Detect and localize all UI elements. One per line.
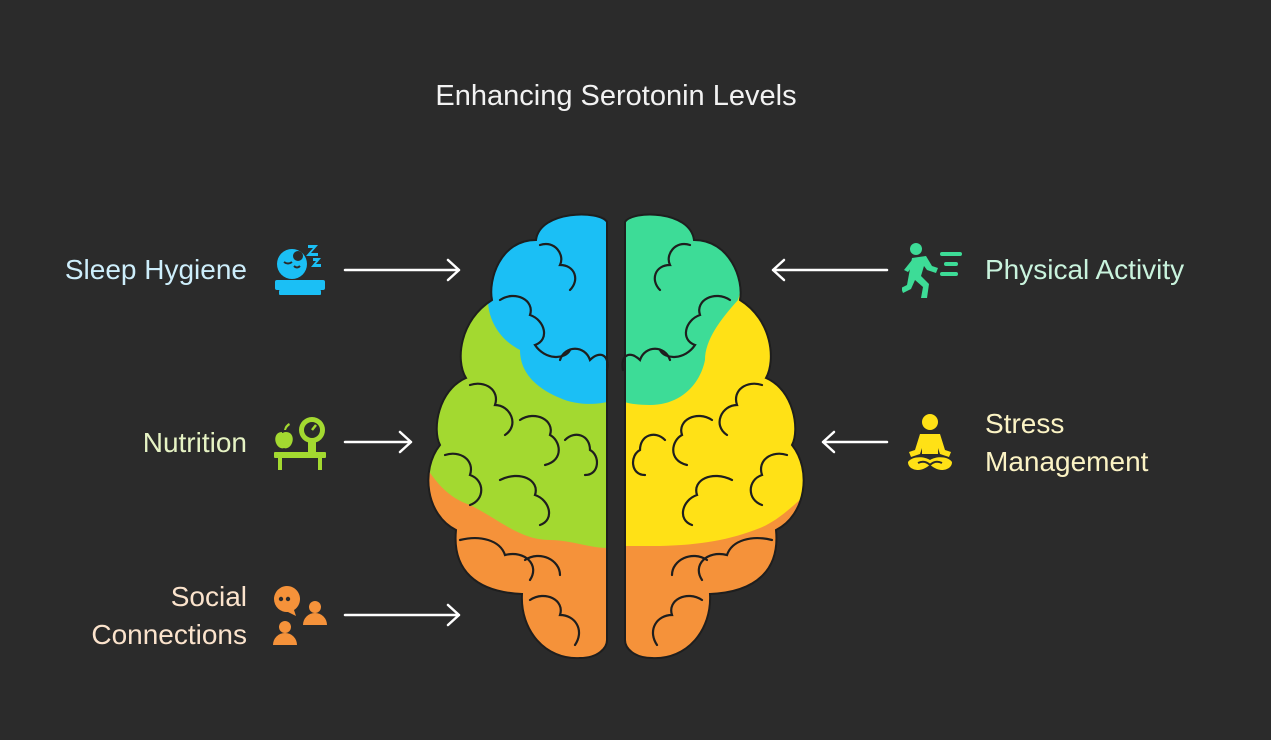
brain-diagram bbox=[427, 213, 805, 660]
arrow-stress-to-brain bbox=[821, 430, 889, 454]
label-stress-management: Stress Management bbox=[985, 405, 1148, 481]
arrow-nutrition-to-brain bbox=[343, 430, 413, 454]
running-person-icon bbox=[902, 243, 962, 298]
physical-region bbox=[625, 214, 745, 405]
label-nutrition-line: Nutrition bbox=[142, 427, 247, 458]
label-nutrition: Nutrition bbox=[143, 424, 247, 462]
brain-left-hemisphere bbox=[428, 214, 607, 659]
label-social-line-1: Social bbox=[170, 581, 247, 612]
label-physical-activity: Physical Activity bbox=[985, 251, 1184, 289]
label-social-line-2: Connections bbox=[91, 619, 247, 650]
label-sleep-hygiene: Sleep Hygiene bbox=[65, 251, 247, 289]
label-physical-line: Physical Activity bbox=[985, 254, 1185, 285]
apple-scale-icon bbox=[274, 417, 326, 470]
label-sleep-hygiene-line: Sleep Hygiene bbox=[64, 254, 247, 285]
sleep-icon bbox=[275, 245, 325, 295]
arrow-social-to-brain bbox=[343, 603, 461, 627]
label-stress-line-2: Management bbox=[985, 446, 1149, 477]
page-title: Enhancing Serotonin Levels bbox=[435, 80, 797, 112]
arrow-sleep-to-brain bbox=[343, 258, 461, 282]
label-stress-line-1: Stress bbox=[985, 408, 1065, 439]
label-social-connections: Social Connections bbox=[91, 578, 247, 654]
arrow-physical-to-brain bbox=[771, 258, 889, 282]
brain-right-hemisphere bbox=[625, 214, 804, 659]
conversation-people-icon bbox=[273, 586, 327, 645]
meditation-icon bbox=[908, 414, 952, 470]
sleep-region bbox=[480, 214, 607, 404]
